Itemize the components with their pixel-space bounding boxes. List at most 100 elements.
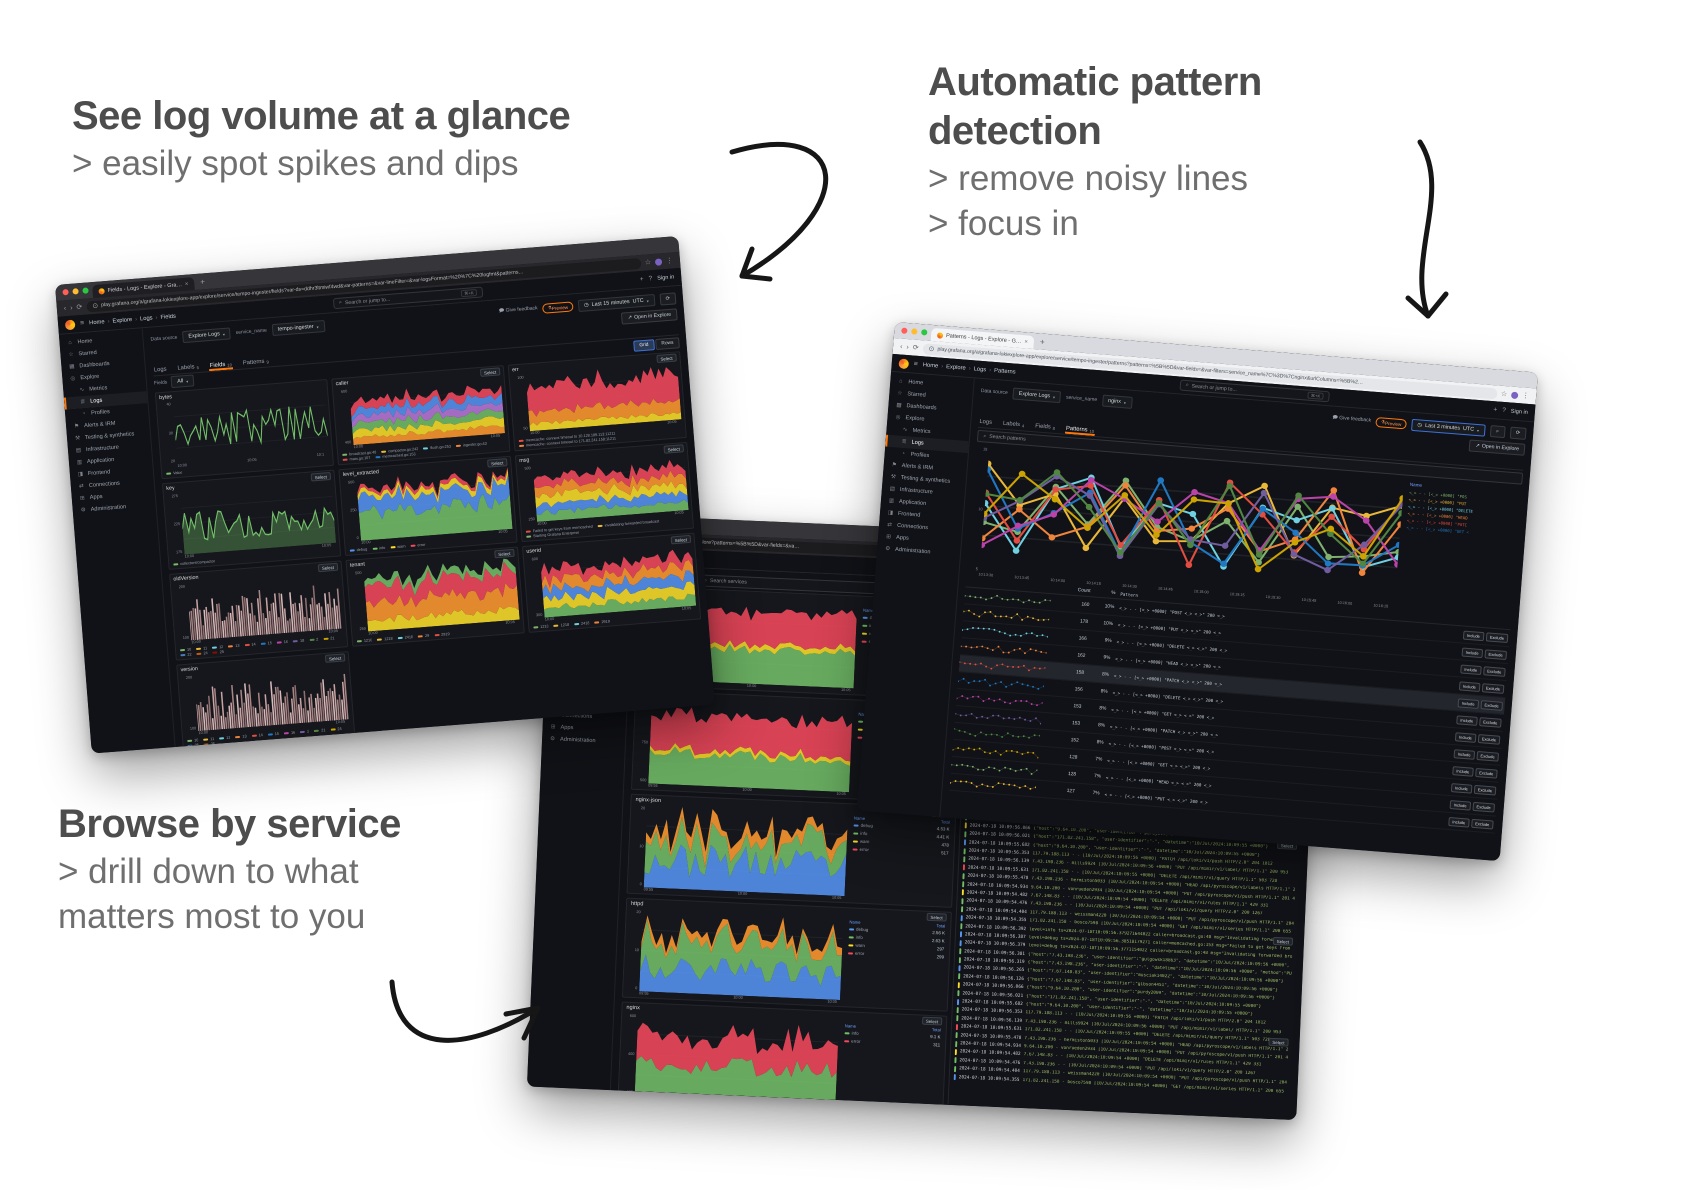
select-button[interactable]: Select: [656, 353, 677, 364]
select-button[interactable]: Select: [493, 548, 515, 559]
exclude-button[interactable]: Exclude: [1480, 699, 1504, 711]
breadcrumb-item-logs[interactable]: Logs: [139, 314, 153, 322]
select-button[interactable]: Select: [486, 458, 508, 468]
select-button[interactable]: Select: [1268, 1037, 1289, 1047]
legend-item[interactable]: 13: [235, 734, 247, 739]
legend-item[interactable]: 15: [260, 641, 272, 646]
include-button[interactable]: Include: [1452, 765, 1474, 777]
zoom-out-button[interactable]: ⌕: [1489, 425, 1506, 439]
include-button[interactable]: Include: [1458, 680, 1481, 692]
tab-logs[interactable]: Logs: [153, 365, 168, 375]
legend-item[interactable]: collectors/compactor: [173, 559, 215, 566]
select-button[interactable]: Select: [670, 534, 692, 545]
breadcrumb-item-patterns[interactable]: Patterns: [993, 367, 1016, 376]
legend-item[interactable]: ingester.go:43: [455, 442, 487, 448]
menu-toggle-icon[interactable]: ≡: [79, 319, 85, 328]
legend-item[interactable]: 21: [323, 636, 335, 641]
legend-item[interactable]: 29: [203, 742, 215, 747]
legend-item[interactable]: 1218: [553, 623, 569, 628]
legend-item[interactable]: flush.go:253: [423, 444, 451, 450]
new-tab-button[interactable]: +: [199, 276, 206, 287]
legend-item[interactable]: main.go:107: [342, 456, 371, 462]
include-button[interactable]: Include: [1449, 799, 1471, 811]
service-select[interactable]: nginx▾: [1101, 394, 1133, 409]
browser-menu-icon[interactable]: ⋮: [665, 256, 674, 265]
include-button[interactable]: Include: [1450, 782, 1473, 794]
sidebar-item-administration[interactable]: ⚙Administration: [549, 736, 596, 745]
legend-item[interactable]: 15: [267, 732, 279, 737]
exclude-button[interactable]: Exclude: [1485, 631, 1509, 643]
legend-item[interactable]: 29: [417, 634, 429, 639]
exclude-button[interactable]: Exclude: [1481, 682, 1505, 694]
select-button[interactable]: Select: [921, 1016, 943, 1026]
legend-item[interactable]: 14: [244, 642, 256, 647]
legend-item[interactable]: 16: [276, 640, 288, 645]
legend-item[interactable]: 2418: [574, 621, 590, 626]
grafana-logo[interactable]: [898, 357, 910, 369]
legend-item[interactable]: 1210: [533, 624, 549, 629]
back-icon[interactable]: ‹: [899, 342, 903, 351]
sign-in-button[interactable]: Sign in: [1510, 408, 1529, 416]
tab-logs[interactable]: Logs: [978, 418, 993, 428]
legend-item[interactable]: 21: [314, 728, 326, 733]
legend-item[interactable]: 1218: [377, 637, 393, 642]
legend-item[interactable]: 1210: [356, 638, 372, 643]
select-button[interactable]: Select: [324, 653, 346, 663]
patterns-timeseries-chart[interactable]: [980, 447, 1405, 597]
select-button[interactable]: Select: [663, 444, 685, 454]
new-tab-button[interactable]: +: [1039, 336, 1045, 347]
exclude-button[interactable]: Exclude: [1484, 648, 1508, 660]
legend-item[interactable]: info: [372, 546, 385, 551]
sign-in-button[interactable]: Sign in: [656, 273, 675, 282]
close-tab-icon[interactable]: ×: [184, 281, 189, 288]
include-button[interactable]: Include: [1461, 646, 1483, 658]
zoom-window-button[interactable]: [921, 329, 928, 336]
refresh-button[interactable]: ⟳: [659, 292, 677, 306]
breadcrumb-item-explore[interactable]: Explore: [112, 316, 133, 325]
exclude-button[interactable]: Exclude: [1472, 801, 1496, 813]
legend-item[interactable]: 14: [251, 733, 263, 738]
legend-item[interactable]: Value: [166, 471, 183, 476]
exclude-button[interactable]: Exclude: [1477, 733, 1501, 745]
legend-item[interactable]: 2: [309, 637, 318, 642]
legend-item[interactable]: warn: [390, 544, 406, 549]
legend-item[interactable]: 12: [219, 736, 231, 741]
include-button[interactable]: Include: [1448, 816, 1470, 828]
select-button[interactable]: Select: [479, 367, 501, 377]
legend-item[interactable]: 16: [283, 731, 295, 736]
forward-icon[interactable]: ›: [69, 304, 73, 312]
browser-menu-icon[interactable]: ⋮: [1521, 391, 1530, 400]
bookmark-icon[interactable]: ☆: [644, 258, 652, 267]
legend-item[interactable]: error: [410, 543, 426, 548]
legend-item[interactable]: 25: [187, 743, 199, 747]
include-button[interactable]: Include: [1456, 714, 1478, 726]
exclude-button[interactable]: Exclude: [1470, 818, 1494, 829]
select-button[interactable]: Select: [926, 912, 947, 922]
grafana-logo[interactable]: [64, 319, 76, 330]
grid-view-button[interactable]: Grid: [633, 338, 655, 352]
exclude-button[interactable]: Exclude: [1476, 750, 1500, 762]
fields-filter-select[interactable]: All▾: [170, 374, 195, 389]
minimize-window-button[interactable]: [72, 288, 79, 295]
rows-view-button[interactable]: Rows: [655, 336, 680, 350]
minimize-window-button[interactable]: [911, 328, 918, 335]
include-button[interactable]: Include: [1457, 697, 1479, 709]
reload-icon[interactable]: ⟳: [912, 343, 919, 352]
site-info-icon[interactable]: ⊙: [92, 302, 99, 310]
breadcrumb-item-explore[interactable]: Explore: [945, 363, 966, 372]
breadcrumb-item-fields[interactable]: Fields: [160, 313, 177, 321]
include-button[interactable]: Include: [1460, 663, 1482, 675]
legend-item[interactable]: 24: [196, 651, 208, 656]
